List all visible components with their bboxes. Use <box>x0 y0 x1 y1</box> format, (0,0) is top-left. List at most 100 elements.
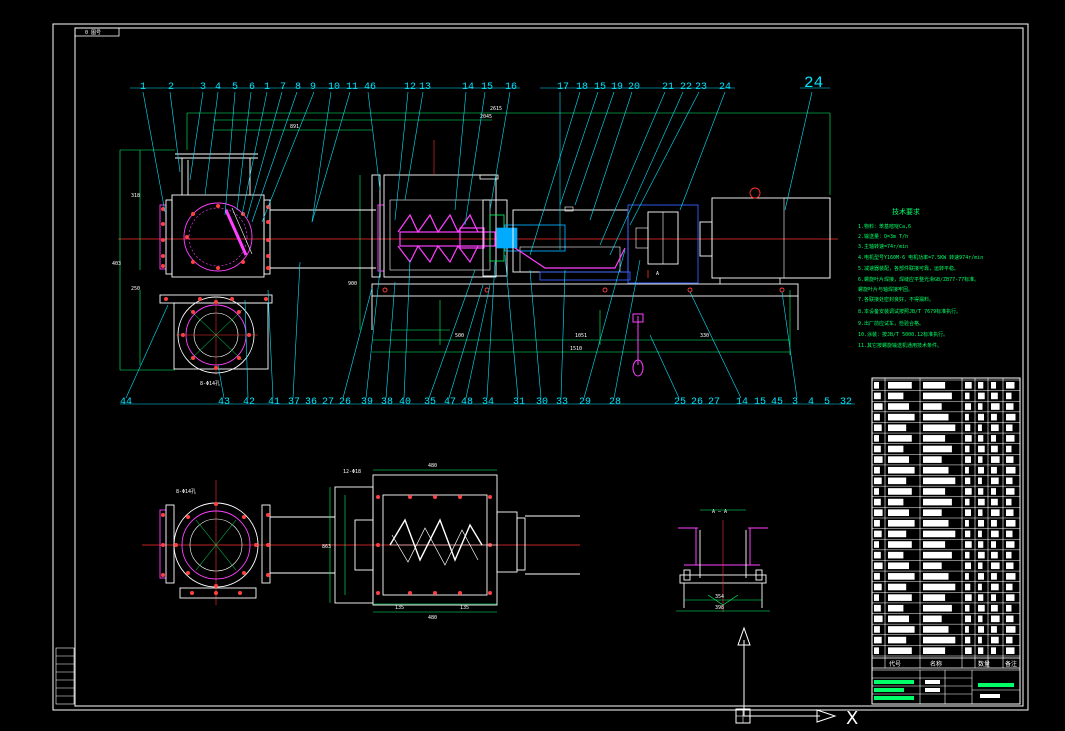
pl-cell-text <box>923 573 949 580</box>
pl-cell-text <box>874 626 880 633</box>
tech-note: 6.螺旋叶片焊接，焊缝应平整光滑GB/ZB77-77标准。 <box>858 276 979 283</box>
dim-d20: 900 <box>348 281 357 287</box>
pl-header-note: 备注 <box>1005 660 1017 668</box>
pl-cell-text <box>888 626 915 633</box>
pl-cell-text <box>965 562 971 570</box>
svg-text:8: 8 <box>295 82 301 93</box>
pl-cell-text <box>978 498 985 506</box>
tech-note: 8.本设备安装调试按照JB/T 7679标准执行。 <box>858 308 961 315</box>
motor-coupling <box>627 204 699 284</box>
dim-d10: 8-Φ14孔 <box>200 380 220 387</box>
dim-d15: 135 <box>395 605 404 611</box>
pl-cell-text <box>874 551 881 559</box>
svg-text:16: 16 <box>505 82 517 93</box>
pl-cell-text <box>991 562 1000 570</box>
svg-text:27: 27 <box>322 397 334 408</box>
dim-d2: 891 <box>290 124 299 130</box>
svg-text:34: 34 <box>482 397 494 408</box>
pl-cell-text <box>923 604 952 612</box>
pl-cell-text <box>978 488 984 495</box>
sheet-outer-border <box>52 23 1029 711</box>
dim-d1: 2045 <box>480 114 492 120</box>
pl-cell-text <box>991 424 999 432</box>
pl-cell-text <box>978 626 984 633</box>
pl-cell-text <box>991 604 998 612</box>
svg-text:44: 44 <box>120 397 132 408</box>
pl-cell-text <box>1006 562 1014 570</box>
pl-cell-text <box>991 456 1000 463</box>
pl-cell-text <box>965 520 969 527</box>
shaft-coupling <box>482 199 566 277</box>
pl-cell-text <box>923 498 952 506</box>
svg-text:40: 40 <box>399 397 411 408</box>
pl-cell-text <box>923 647 946 654</box>
pl-cell-text <box>888 424 907 432</box>
svg-text:23: 23 <box>695 82 707 93</box>
pl-cell-text <box>1006 498 1012 506</box>
svg-text:4: 4 <box>808 397 814 408</box>
pl-cell-text <box>1006 604 1012 612</box>
svg-text:15: 15 <box>754 397 766 408</box>
pl-cell-text <box>923 583 956 591</box>
svg-text:3: 3 <box>792 397 798 408</box>
pl-cell-text <box>991 392 998 400</box>
svg-text:19: 19 <box>611 82 623 93</box>
parts-list-table: 代号 名称 数量 备注 <box>871 377 1021 705</box>
ucs-axis-icon: X <box>735 626 858 729</box>
pl-cell-text <box>965 456 971 463</box>
dim-d17: 500 <box>455 333 464 339</box>
pl-cell-text <box>991 615 1000 623</box>
pl-cell-text <box>978 530 982 538</box>
pl-cell-text <box>888 456 909 463</box>
svg-text:2: 2 <box>168 82 174 93</box>
pl-cell-text <box>1006 530 1013 538</box>
section-a-a: A — A 354 398 <box>676 509 770 612</box>
bolts-lower-flange <box>164 297 268 370</box>
dim-overall: 2615 <box>490 106 502 112</box>
tech-note: 1.物料：苯基嘧啶Ca,6 <box>858 223 911 230</box>
svg-text:43: 43 <box>218 397 230 408</box>
pl-cell-text <box>978 615 983 623</box>
pl-cell-text <box>888 488 912 495</box>
svg-text:27: 27 <box>708 397 720 408</box>
pl-cell-text <box>888 562 909 570</box>
svg-text:38: 38 <box>381 397 393 408</box>
feed-box <box>371 140 499 278</box>
pl-cell-text <box>923 488 946 495</box>
pl-cell-text <box>991 541 996 548</box>
pl-cell-text <box>874 382 879 389</box>
callout-24: 24 <box>804 74 823 92</box>
pl-cell-text <box>923 551 952 559</box>
pl-cell-text <box>1006 456 1014 463</box>
tech-note: 3.主轴转速=74r/min <box>858 243 908 250</box>
pl-cell-text <box>978 466 984 474</box>
pl-cell-text <box>965 445 970 453</box>
svg-text:14: 14 <box>736 397 748 408</box>
pl-cell-text <box>874 477 882 485</box>
pl-cell-text <box>978 403 983 410</box>
pl-cell-text <box>888 403 909 410</box>
tech-note: 螺旋叶片与轴焊接牢固。 <box>858 286 913 293</box>
svg-text:18: 18 <box>576 82 588 93</box>
pl-cell-text <box>923 562 942 570</box>
pl-cell-text <box>991 403 1000 410</box>
axis-x-label: X <box>846 708 858 729</box>
pl-cell-text <box>965 583 971 591</box>
pl-cell-text <box>965 477 971 485</box>
pl-cell-text <box>888 615 909 623</box>
pl-cell-text <box>923 626 949 633</box>
svg-text:3: 3 <box>200 82 206 93</box>
pl-cell-text <box>923 615 942 623</box>
callouts-bottom: 44 43 42 41 37 36 27 26 39 38 40 35 47 4… <box>120 397 852 408</box>
pl-cell-text <box>923 466 949 474</box>
dim-d4: 1051 <box>575 333 587 339</box>
pl-cell-text <box>991 583 999 591</box>
dim-d15b: 135 <box>460 605 469 611</box>
pl-cell-text <box>991 498 998 506</box>
pl-header-qty: 数量 <box>978 660 990 668</box>
pl-cell-text <box>978 583 982 591</box>
pl-cell-text <box>1006 551 1012 559</box>
svg-text:48: 48 <box>461 397 473 408</box>
pl-cell-text <box>874 466 880 474</box>
